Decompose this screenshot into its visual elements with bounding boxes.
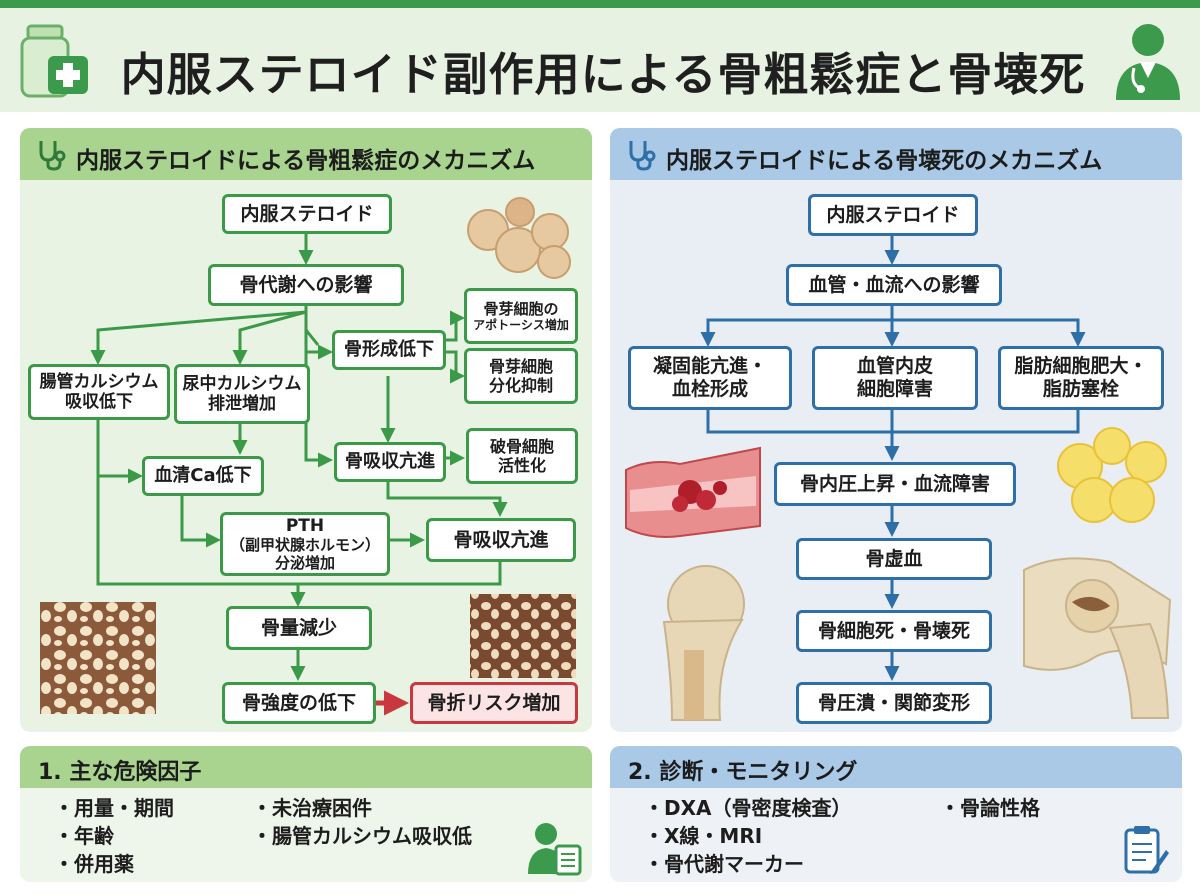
stethoscope-icon — [629, 141, 656, 171]
diagnosis-title: 2. 診断・モニタリング — [628, 760, 858, 785]
porous-bone-texture — [470, 594, 576, 678]
list-item: ・未治療困件 — [252, 796, 372, 820]
node-serum-ca-decrease: 血清Ca低下 — [142, 456, 264, 496]
list-item: ・X線・MRI — [644, 824, 763, 848]
top-accent-bar — [0, 0, 1200, 8]
node-line: 活性化 — [497, 456, 546, 475]
femur-illustration — [662, 565, 745, 721]
node-steroid-left: 内服ステロイド — [222, 194, 392, 234]
node-line: 尿中カルシウム — [182, 373, 302, 394]
node-line: 骨芽細胞の — [483, 299, 559, 318]
node-bone-loss: 骨量減少 — [226, 606, 372, 650]
page-title: 内服ステロイド副作用による骨粗鬆症と骨壊死 — [120, 48, 1086, 101]
node-line: 分化抑制 — [488, 376, 553, 395]
node-coagulation: 凝固能亢進・ 血栓形成 — [628, 346, 792, 410]
node-bone-ischemia: 骨虚血 — [796, 538, 992, 580]
list-item: ・年齢 — [54, 824, 114, 848]
list-item: ・DXA（骨密度検査） — [644, 796, 852, 820]
risk-factors-title: 1. 主な危険因子 — [38, 760, 202, 785]
risk-factors-list-1: ・用量・期間 ・年齢 ・併用薬 — [54, 794, 174, 878]
node-line: （副甲状腺ホルモン） — [229, 536, 380, 555]
node-line: 腸管カルシウム — [39, 371, 159, 392]
node-bone-metabolism: 骨代謝への影響 — [208, 264, 404, 306]
node-line: 排泄増加 — [208, 394, 276, 414]
node-line: 分泌増加 — [274, 554, 335, 573]
osteoporosis-connectors — [90, 232, 508, 681]
diagnosis-header: 2. 診断・モニタリング — [610, 746, 1182, 788]
osteoporosis-panel-header: 内服ステロイドによる骨粗鬆症のメカニズム — [20, 128, 592, 180]
node-line: PTH — [285, 515, 325, 536]
node-fracture-risk: 骨折リスク増加 — [410, 682, 578, 724]
osteonecrosis-header-title: 内服ステロイドによる骨壊死のメカニズム — [666, 148, 1103, 174]
node-osteoblast-apoptosis: 骨芽細胞の アポトーシス増加 — [464, 288, 578, 344]
node-bone-resorption-2: 骨吸収亢進 — [426, 518, 576, 562]
node-osteoclast-activation: 破骨細胞 活性化 — [466, 428, 578, 484]
node-bone-formation-decrease: 骨形成低下 — [332, 330, 446, 370]
risk-factors-header: 1. 主な危険因子 — [20, 746, 592, 788]
node-line: アポトーシス増加 — [473, 317, 569, 332]
osteoporosis-header-title: 内服ステロイドによる骨粗鬆症のメカニズム — [76, 148, 536, 174]
list-item: ・腸管カルシウム吸収低 — [252, 824, 472, 848]
header-banner: 内服ステロイド副作用による骨粗鬆症と骨壊死 — [0, 8, 1200, 112]
node-line: 吸収低下 — [65, 392, 133, 412]
diagnosis-list-1: ・DXA（骨密度検査） ・X線・MRI ・骨代謝マーカー — [644, 794, 852, 878]
list-item: ・骨代謝マーカー — [644, 852, 804, 876]
doctor-tablet-icon — [528, 823, 582, 876]
node-line: 脂肪塞栓 — [1042, 378, 1119, 400]
node-vascular-effect: 血管・血流への影響 — [786, 264, 1002, 306]
diagnosis-section: 2. 診断・モニタリング ・DXA（骨密度検査） ・X線・MRI ・骨代謝マーカ… — [610, 746, 1182, 882]
osteonecrosis-connectors — [700, 234, 1086, 681]
risk-factors-list-2: ・未治療困件 ・腸管カルシウム吸収低 — [252, 794, 472, 850]
osteonecrosis-panel-header: 内服ステロイドによる骨壊死のメカニズム — [610, 128, 1182, 180]
node-bone-strength-decrease: 骨強度の低下 — [222, 682, 376, 724]
node-line: 破骨細胞 — [489, 436, 554, 456]
thrombus-vessel-illustration — [625, 446, 761, 538]
node-urinary-excretion: 尿中カルシウム 排泄増加 — [174, 364, 310, 424]
risk-factors-section: 1. 主な危険因子 ・用量・期間 ・年齢 ・併用薬 ・未治療困件 ・腸管カルシウ… — [20, 746, 592, 882]
diagnosis-list-2: ・骨論性格 — [940, 794, 1040, 822]
list-item: ・骨論性格 — [940, 796, 1040, 820]
stethoscope-icon — [39, 141, 66, 171]
node-bone-resorption-1: 骨吸収亢進 — [334, 442, 446, 482]
node-steroid-right: 内服ステロイド — [808, 194, 978, 236]
node-line: 骨芽細胞 — [488, 356, 553, 376]
list-item: ・用量・期間 — [54, 796, 174, 820]
clipboard-icon — [1124, 826, 1169, 874]
node-bone-collapse: 骨圧潰・関節変形 — [796, 682, 992, 724]
node-line: 脂肪細胞肥大・ — [1014, 355, 1148, 378]
node-endothelial-damage: 血管内皮 細胞障害 — [812, 346, 978, 410]
medicine-bottle-icon — [20, 24, 88, 98]
node-pth-secretion: PTH （副甲状腺ホルモン） 分泌増加 — [220, 512, 390, 576]
bone-cells-illustration — [462, 197, 572, 284]
doctor-icon — [1116, 24, 1180, 100]
node-bone-necrosis: 骨細胞死・骨壊死 — [796, 610, 992, 652]
fat-cells-illustration — [1057, 427, 1167, 523]
node-line: 血管内皮 — [856, 355, 933, 378]
hip-joint-illustration — [1023, 557, 1172, 719]
node-line: 細胞障害 — [856, 378, 933, 400]
node-line: 血栓形成 — [671, 378, 748, 400]
node-osteoblast-differentiation: 骨芽細胞 分化抑制 — [464, 348, 578, 404]
list-item: ・併用薬 — [54, 852, 134, 876]
node-intestinal-absorption: 腸管カルシウム 吸収低下 — [28, 364, 170, 420]
node-line: 凝固能亢進・ — [652, 355, 767, 378]
node-intraosseous-pressure: 骨内圧上昇・血流障害 — [774, 462, 1016, 506]
healthy-bone-texture — [40, 602, 156, 714]
node-fat-embolism: 脂肪細胞肥大・ 脂肪塞栓 — [998, 346, 1164, 410]
